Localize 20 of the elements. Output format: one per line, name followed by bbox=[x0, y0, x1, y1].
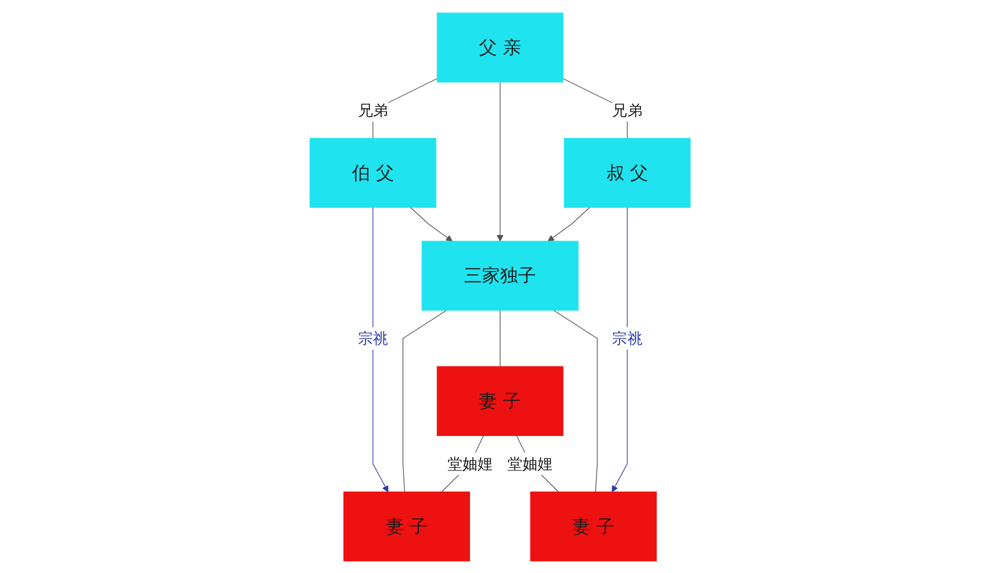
edge-label: 兄弟 bbox=[612, 100, 642, 119]
node-box: 父 亲 bbox=[436, 12, 564, 82]
node-box: 叔 父 bbox=[564, 138, 690, 208]
node-box: 伯 父 bbox=[310, 138, 436, 208]
node-box: 妻 子 bbox=[530, 491, 657, 561]
arrow bbox=[612, 206, 628, 492]
edge-label: 宗祧 bbox=[358, 328, 388, 347]
connector bbox=[553, 309, 598, 492]
connector bbox=[402, 309, 447, 492]
arrow bbox=[548, 206, 590, 241]
edge-label: 堂妯娌 bbox=[447, 454, 492, 472]
edge-label: 堂妯娌 bbox=[508, 454, 553, 472]
node-box: 妻 子 bbox=[436, 366, 564, 436]
arrow bbox=[496, 81, 504, 241]
arrow bbox=[410, 206, 452, 241]
node-box: 三家独子 bbox=[422, 240, 578, 310]
node-box: 妻 子 bbox=[343, 491, 470, 561]
edge-label: 宗祧 bbox=[612, 328, 642, 347]
edge-label: 兄弟 bbox=[358, 100, 388, 119]
arrow bbox=[372, 206, 388, 492]
